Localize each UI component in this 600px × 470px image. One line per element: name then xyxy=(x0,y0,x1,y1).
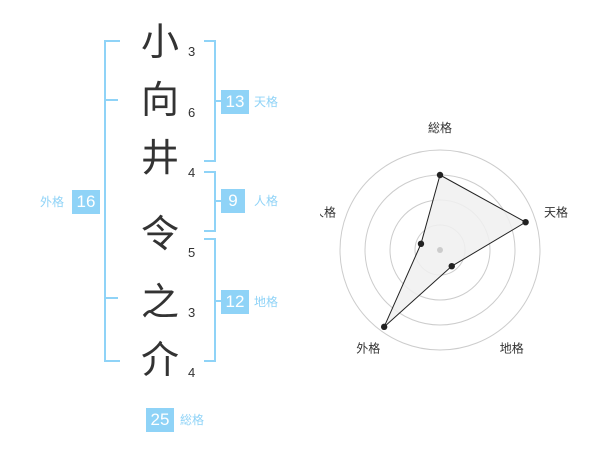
name-char-1: 小 xyxy=(140,20,179,64)
gaikaku-label: 外格 xyxy=(40,195,65,209)
jinkaku-value: 9 xyxy=(221,189,245,213)
name-char-6: 介 xyxy=(140,338,179,382)
gaikaku-bracket xyxy=(104,40,120,362)
radar-point xyxy=(380,323,388,331)
stroke-count-3: 4 xyxy=(188,165,196,180)
radar-axis-label: 総格 xyxy=(428,120,452,135)
bracket-connector xyxy=(214,100,222,102)
radar-axis-label: 人格 xyxy=(320,204,336,219)
radar-axis-label: 天格 xyxy=(544,204,568,219)
radar-axis-label: 地格 xyxy=(500,341,524,356)
stroke-count-6: 4 xyxy=(188,365,196,380)
radar-point xyxy=(436,171,444,179)
stroke-count-1: 3 xyxy=(188,44,196,59)
bracket-connector xyxy=(214,200,222,202)
bracket-connector xyxy=(214,300,222,302)
name-char-4: 令 xyxy=(140,212,179,256)
soukaku-value: 25 xyxy=(146,408,174,432)
bracket-tick xyxy=(106,99,118,101)
name-char-2: 向 xyxy=(140,78,179,122)
bracket-tick xyxy=(106,297,118,299)
chikaku-value: 12 xyxy=(221,290,249,314)
stroke-count-4: 5 xyxy=(188,245,196,260)
jinkaku-label: 人格 xyxy=(254,194,279,208)
radar-point xyxy=(417,240,425,248)
radar-grid-ring xyxy=(339,149,541,351)
tenkaku-label: 天格 xyxy=(254,95,279,109)
name-char-5: 之 xyxy=(140,280,179,324)
radar-center-point xyxy=(437,247,443,253)
chikaku-label: 地格 xyxy=(254,295,279,309)
stroke-count-2: 6 xyxy=(188,105,196,120)
tenkaku-value: 13 xyxy=(221,90,249,114)
soukaku-label: 総格 xyxy=(180,413,205,427)
gaikaku-value: 16 xyxy=(72,190,100,214)
radar-axis-label: 外格 xyxy=(356,341,380,356)
radar-point xyxy=(448,262,455,270)
radar-series-area xyxy=(383,174,527,328)
name-char-3: 井 xyxy=(140,136,179,180)
stroke-count-5: 3 xyxy=(188,305,196,320)
radar-point xyxy=(522,218,529,226)
